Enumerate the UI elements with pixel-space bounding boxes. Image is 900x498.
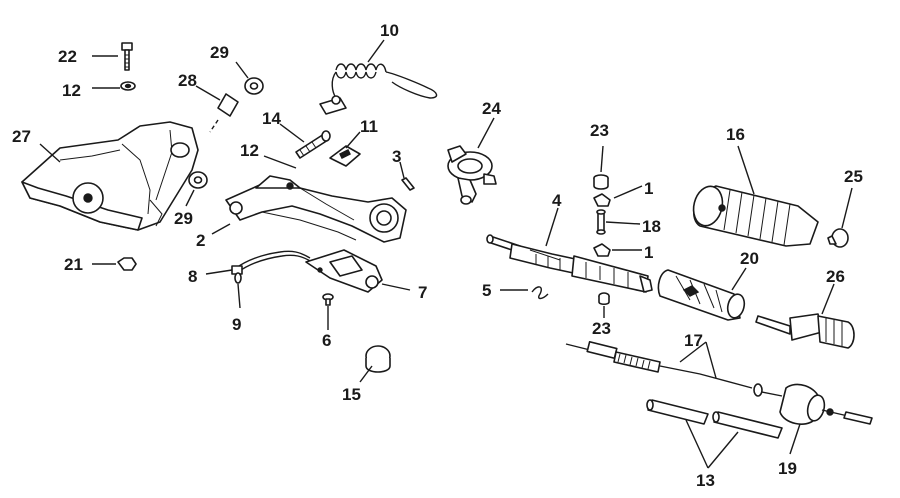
callout-22: 22: [58, 47, 77, 66]
callout-28: 28: [178, 71, 197, 90]
part-2-tiller-bracket: [225, 175, 407, 243]
callout-3: 3: [392, 147, 401, 166]
part-28-pin: [209, 93, 239, 133]
callout-26: 26: [826, 267, 845, 286]
part-26-switch: [755, 313, 855, 349]
part-8-wire: [231, 250, 313, 284]
part-7-switch-plate: [305, 249, 383, 293]
callout-19: 19: [778, 459, 797, 478]
part-1-bushing-lower: [593, 243, 611, 257]
part-11-clip: [329, 145, 361, 167]
callout-8: 8: [188, 267, 197, 286]
part-14-bolt: [295, 130, 331, 159]
callout-25: 25: [844, 167, 863, 186]
part-20-housing: [657, 269, 746, 321]
part-25-end-cap: [827, 228, 849, 248]
callout-1-top: 1: [644, 179, 653, 198]
callout-12-bolt: 12: [240, 141, 259, 160]
callout-labels: 22 12 29 28 27 29 21 10 14 11 12 3 2 8 9…: [12, 21, 863, 490]
callout-7: 7: [418, 283, 427, 302]
callout-4: 4: [552, 191, 562, 210]
callout-23-lower: 23: [592, 319, 611, 338]
leader-lines: [39, 39, 853, 469]
callout-6: 6: [322, 331, 331, 350]
callout-2: 2: [196, 231, 205, 250]
callout-14: 14: [262, 109, 281, 128]
callout-24: 24: [482, 99, 501, 118]
part-24-collar: [447, 145, 497, 205]
callout-16: 16: [726, 125, 745, 144]
part-22-bolt: [121, 42, 133, 71]
part-18-spring-pin: [596, 209, 606, 235]
callout-11: 11: [360, 117, 378, 136]
callout-21: 21: [64, 255, 83, 274]
part-17-cable: [565, 340, 783, 397]
callout-23-top: 23: [590, 121, 609, 140]
part-10-lanyard: [319, 63, 438, 115]
part-23-cap-top: [593, 174, 609, 190]
part-4-throttle-shaft: [486, 234, 653, 293]
callout-20: 20: [740, 249, 759, 268]
part-19-cable-end: [779, 383, 873, 425]
callout-27: 27: [12, 127, 31, 146]
callout-29-top: 29: [210, 43, 229, 62]
callout-12-washer: 12: [62, 81, 81, 100]
callout-9: 9: [232, 315, 241, 334]
callout-17: 17: [684, 331, 703, 350]
part-6-screw: [322, 293, 334, 306]
callout-13: 13: [696, 471, 715, 490]
part-15-grommet: [365, 345, 391, 373]
part-27-tiller-cover: [21, 121, 199, 231]
callout-18: 18: [642, 217, 661, 236]
part-13-sleeves: [646, 399, 783, 439]
part-1-bushing-top: [593, 193, 611, 207]
part-21-nut: [117, 257, 137, 271]
callout-15: 15: [342, 385, 361, 404]
part-5-spring: [531, 286, 549, 300]
callout-10: 10: [380, 21, 399, 40]
part-16-grip: [692, 185, 819, 247]
part-29-washer-lower: [188, 171, 208, 189]
callout-1-lower: 1: [644, 243, 653, 262]
part-29-washer-top: [244, 77, 264, 95]
part-12-washer: [120, 81, 136, 91]
part-23-cap-lower: [598, 292, 610, 306]
callout-5: 5: [482, 281, 491, 300]
callout-29-lower: 29: [174, 209, 193, 228]
part-3-pin: [401, 177, 415, 191]
